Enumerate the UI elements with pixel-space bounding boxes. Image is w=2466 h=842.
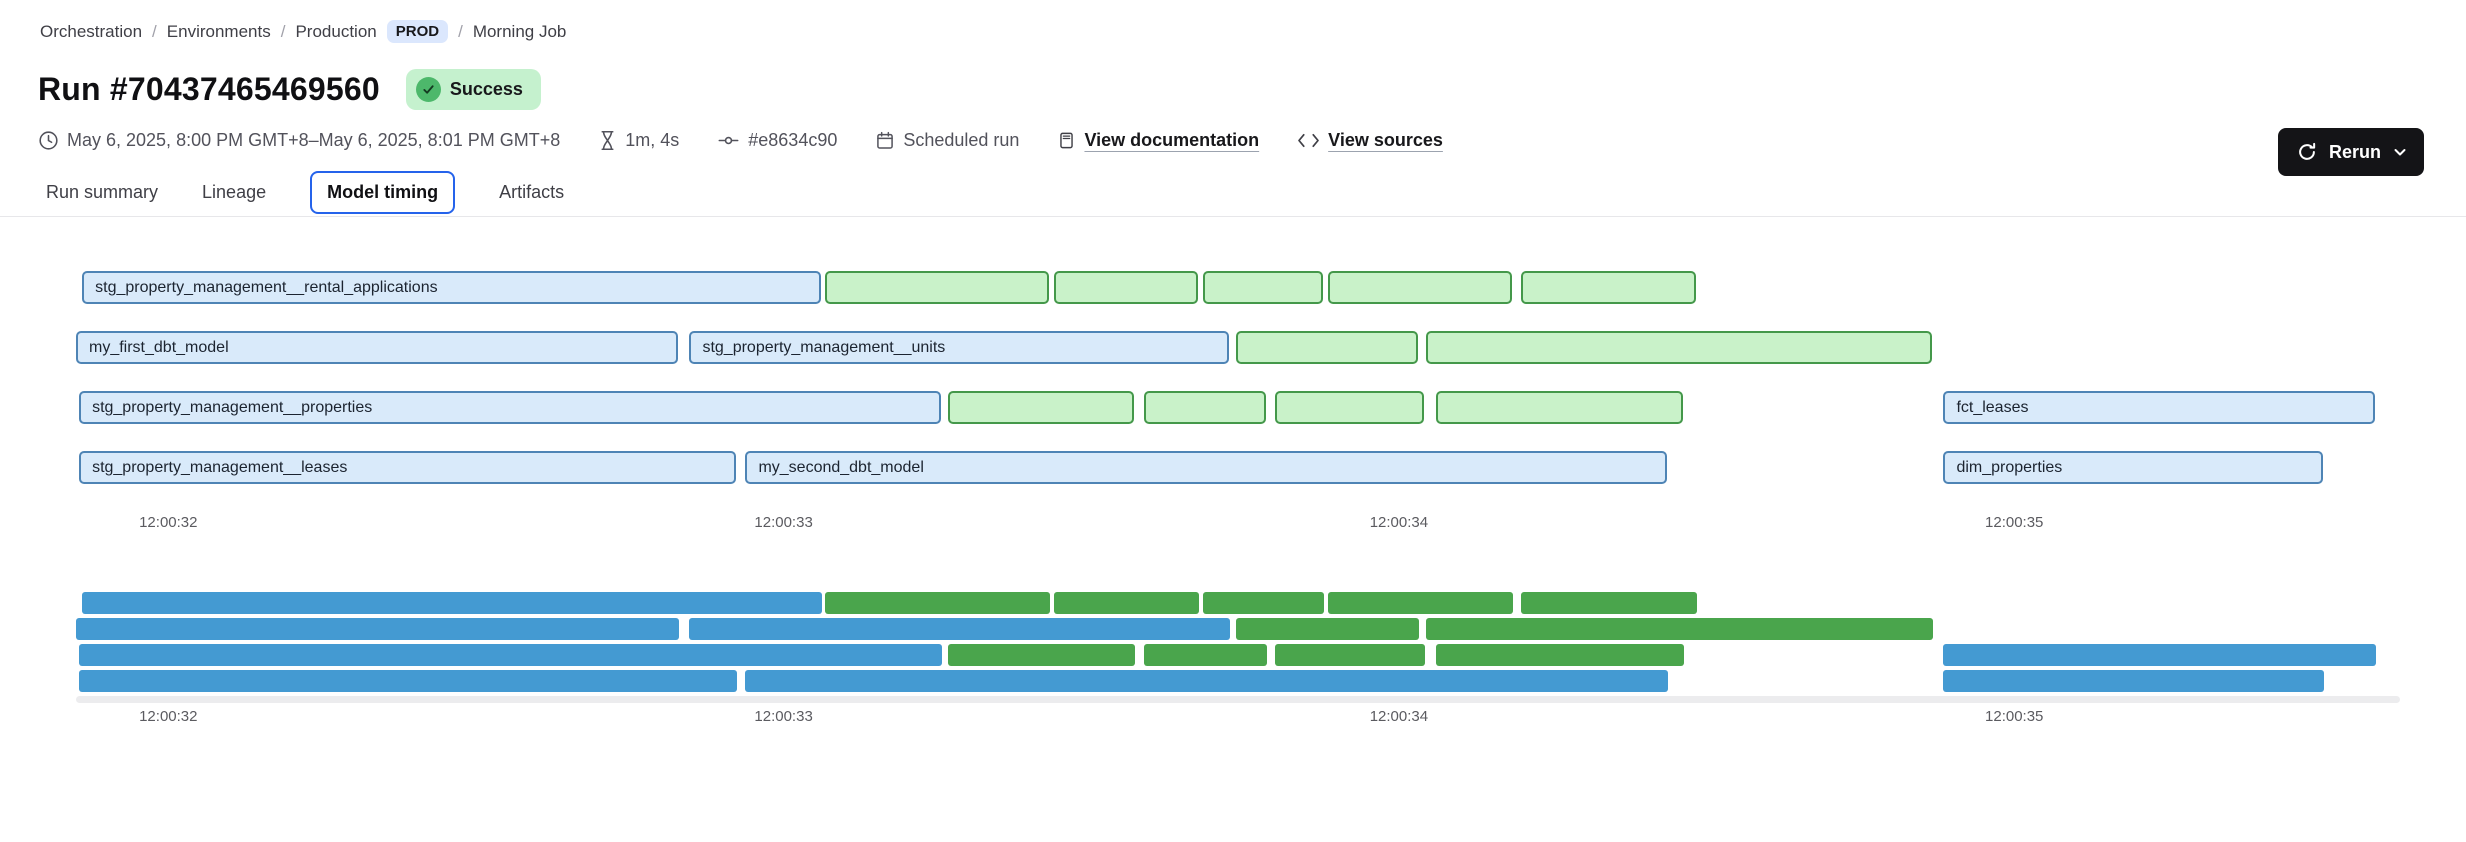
gantt-bar[interactable]: dim_properties	[1943, 451, 2323, 484]
minimap-bar	[1236, 618, 1420, 640]
minimap-bar	[79, 670, 738, 692]
chart-scrollbar[interactable]	[76, 696, 2400, 703]
refresh-icon	[2299, 142, 2316, 160]
clock-icon	[39, 131, 58, 150]
gantt-bar-label: stg_property_management__rental_applicat…	[95, 278, 438, 296]
minimap-bar	[82, 592, 823, 614]
model-timing-chart: stg_property_management__rental_applicat…	[76, 271, 2400, 771]
trigger-type: Scheduled run	[875, 130, 1019, 151]
gantt-bar[interactable]: stg_property_management__rental_applicat…	[82, 271, 822, 304]
chevron-down-icon	[2394, 149, 2406, 156]
hourglass-icon	[601, 130, 614, 151]
gantt-bar-label: stg_property_management__leases	[92, 458, 348, 476]
status-label: Success	[449, 79, 523, 99]
axis-tick-label: 12:00:33	[754, 514, 813, 531]
status-badge: Success	[405, 69, 541, 110]
gantt-bar[interactable]	[1425, 331, 1933, 364]
breadcrumb-production[interactable]: Production	[295, 21, 377, 41]
minimap-bar	[745, 670, 1668, 692]
gantt-bar[interactable]	[825, 271, 1050, 304]
rerun-button[interactable]: Rerun	[2277, 128, 2424, 176]
minimap-bar	[1328, 592, 1514, 614]
gantt-bar[interactable]	[1203, 271, 1324, 304]
minimap-bar	[79, 644, 942, 666]
breadcrumb-morning-job[interactable]: Morning Job	[472, 21, 567, 41]
gantt-bar[interactable]: my_second_dbt_model	[745, 451, 1667, 484]
axis-tick-label: 12:00:34	[1369, 708, 1429, 725]
gantt-bar[interactable]: fct_leases	[1943, 391, 2376, 424]
axis-tick-label: 12:00:35	[1985, 514, 2044, 531]
rerun-label: Rerun	[2328, 141, 2381, 162]
environment-badge: PROD	[386, 20, 449, 43]
minimap-bar	[1425, 618, 1934, 640]
gantt-bar[interactable]	[1054, 271, 1199, 304]
tab-model-timing[interactable]: Model timing	[310, 171, 456, 214]
axis-tick-label: 12:00:33	[754, 708, 813, 725]
axis-tick-label: 12:00:35	[1985, 708, 2044, 725]
tabs-divider	[0, 216, 2466, 217]
code-icon	[1298, 133, 1320, 148]
run-duration: 1m, 4s	[598, 130, 679, 151]
success-check-icon	[415, 77, 441, 102]
gantt-bar-label: my_second_dbt_model	[758, 458, 924, 476]
tab-bar: Run summary Lineage Model timing Artifac…	[46, 171, 2466, 214]
breadcrumb: Orchestration / Environments / Productio…	[0, 0, 2466, 43]
gantt-bar[interactable]: stg_property_management__properties	[79, 391, 941, 424]
minimap-bar	[76, 618, 680, 640]
gantt-bar[interactable]	[1436, 391, 1683, 424]
gantt-bar-label: fct_leases	[1956, 398, 2029, 416]
title-row: Run #70437465469560 Success	[38, 69, 2466, 110]
minimap-bar	[1521, 592, 1698, 614]
view-documentation[interactable]: View documentation	[1057, 130, 1259, 151]
breadcrumb-separator: /	[280, 21, 286, 41]
tab-artifacts[interactable]: Artifacts	[499, 182, 565, 202]
minimap-bar	[825, 592, 1051, 614]
gantt-bar[interactable]	[1143, 391, 1267, 424]
minimap-bar	[1143, 644, 1268, 666]
minimap-bar	[689, 618, 1230, 640]
page-title: Run #70437465469560	[38, 71, 380, 107]
gantt-bar-label: stg_property_management__units	[702, 338, 946, 356]
axis-tick-label: 12:00:34	[1369, 514, 1429, 531]
document-icon	[1060, 132, 1074, 149]
breadcrumb-orchestration[interactable]: Orchestration	[40, 21, 143, 41]
gantt-bar-label: dim_properties	[1956, 458, 2063, 476]
breadcrumb-separator: /	[152, 21, 157, 41]
gantt-bar[interactable]	[948, 391, 1135, 424]
gantt-bar[interactable]: my_first_dbt_model	[76, 331, 679, 364]
gantt-bar[interactable]: stg_property_management__units	[689, 331, 1229, 364]
minimap-bar	[1943, 644, 2377, 666]
gantt-bar[interactable]	[1236, 331, 1419, 364]
view-sources[interactable]: View sources	[1297, 130, 1443, 151]
breadcrumb-separator: /	[458, 21, 463, 41]
gantt-bar-label: my_first_dbt_model	[89, 338, 229, 356]
breadcrumb-environments[interactable]: Environments	[166, 21, 271, 41]
minimap-bar	[1436, 644, 1684, 666]
minimap-bar	[1943, 670, 2324, 692]
commit-hash: #e8634c90	[717, 130, 837, 151]
gantt-bar-label: stg_property_management__properties	[92, 398, 373, 416]
commit-icon	[718, 136, 739, 145]
tab-lineage[interactable]: Lineage	[202, 182, 267, 202]
gantt-bar[interactable]	[1275, 391, 1425, 424]
tab-run-summary[interactable]: Run summary	[46, 182, 159, 202]
minimap-bar	[1275, 644, 1426, 666]
axis-tick-label: 12:00:32	[139, 514, 198, 531]
gantt-bar[interactable]	[1521, 271, 1697, 304]
run-metadata: May 6, 2025, 8:00 PM GMT+8–May 6, 2025, …	[38, 130, 2466, 151]
minimap-bar	[1203, 592, 1325, 614]
axis-tick-label: 12:00:32	[139, 708, 198, 725]
gantt-bar[interactable]	[1328, 271, 1513, 304]
time-range: May 6, 2025, 8:00 PM GMT+8–May 6, 2025, …	[38, 130, 560, 151]
gantt-bar[interactable]: stg_property_management__leases	[79, 451, 737, 484]
minimap-bar	[948, 644, 1136, 666]
calendar-icon	[877, 131, 894, 149]
minimap-bar	[1054, 592, 1200, 614]
